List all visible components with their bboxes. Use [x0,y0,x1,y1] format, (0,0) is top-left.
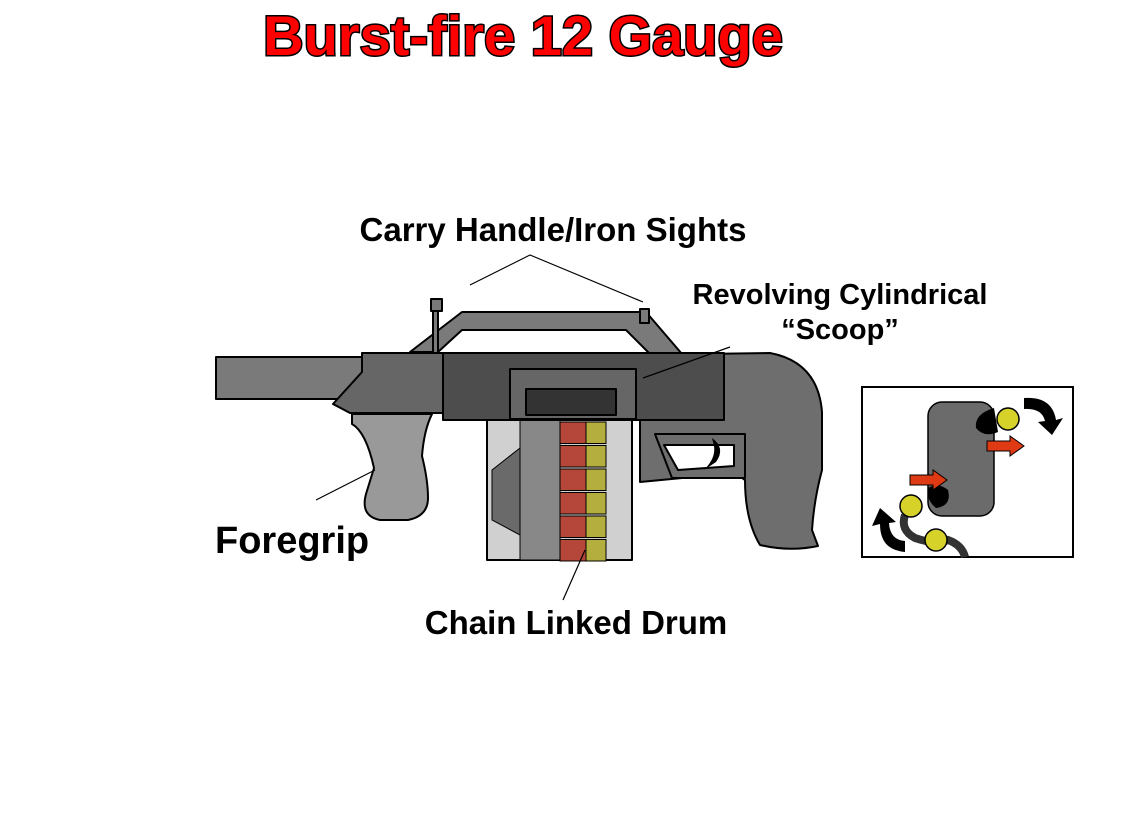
rotation-arrow-clockwise-icon [1024,397,1063,435]
shell-stack [559,421,607,562]
shotgun-illustration [215,298,823,562]
trigger [704,438,721,470]
rear-sight-post [432,310,439,354]
shell-hull [559,445,587,468]
shell-base [585,468,607,491]
shell-base [585,515,607,538]
rotation-arrow-upward-icon [872,508,905,552]
carry-handle-leader [469,254,644,303]
scoop-mechanism-inset [861,386,1074,559]
barrel [215,356,377,400]
chain-drum-label: Chain Linked Drum [425,604,728,641]
carry-handle-label: Carry Handle/Iron Sights [360,211,747,248]
receiver-window [525,388,617,416]
shell-base [585,421,607,444]
drum-band [519,419,561,561]
scoop-label-line2: “Scoop” [781,314,899,346]
scoop-cylinder [927,401,995,517]
shell-hull [559,515,587,538]
scoop-label-line1: Revolving Cylindrical [693,279,988,311]
scoop-cup-top [975,408,998,435]
shell-hull [559,492,587,515]
front-sight [639,308,650,324]
foregrip-label: Foregrip [215,520,369,562]
scoop-leader [642,346,731,379]
shell-ball-left [899,494,923,518]
scoop-cup-bottom [927,485,949,508]
shell-ball-top [996,407,1020,431]
leader-lines [315,254,731,601]
shell-ball-bottom [924,528,948,552]
foregrip-leader [315,469,376,501]
shell-base [585,445,607,468]
rear-sight-cap [430,298,443,312]
red-arrow-right-upper [986,435,1025,457]
shell-hull [559,468,587,491]
chain-linked-drum [486,419,633,562]
drum-leader [562,549,586,601]
shell-hull [559,421,587,444]
diagram-title: Burst-fire 12 Gauge [263,4,783,67]
shell-base [585,492,607,515]
red-arrow-right-lower [909,469,948,491]
foregrip [351,413,433,521]
shell-base [585,539,607,562]
